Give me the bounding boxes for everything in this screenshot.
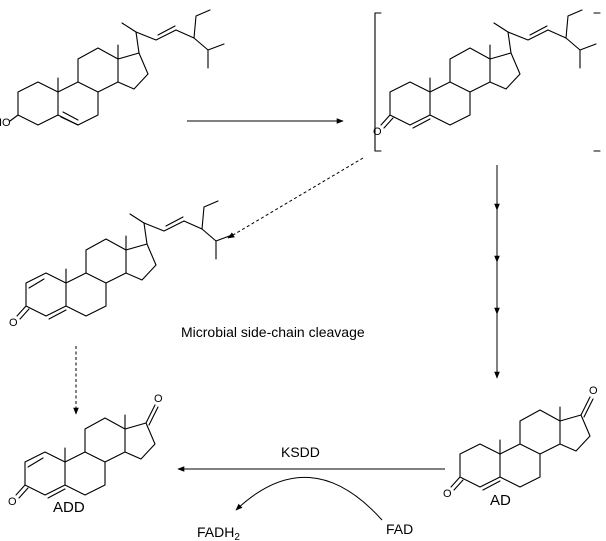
oxygen-label: O [589,385,598,397]
molecule-ad: O O [443,385,598,500]
dashed-arrow-to-dienone [227,157,364,239]
oxygen-label: O [373,126,382,138]
molecule-enone-intermediate: O [373,9,597,138]
label-fadh2: FADH2 [197,524,240,541]
label-ad: AD [490,492,511,509]
oxygen-label: O [443,488,452,500]
oxygen-label: O [154,393,163,405]
cofactor-curved-arrow [235,477,383,521]
bracket-left [374,12,382,152]
oxygen-label: O [9,317,18,329]
molecule-sterol: HO [0,9,225,129]
label-fad: FAD [386,521,413,537]
molecule-add: O O [8,393,163,508]
caption-side-chain-cleavage: Microbial side-chain cleavage [181,324,365,340]
hydroxyl-label: HO [0,117,11,129]
molecule-dienone-sterol: O [9,200,233,329]
label-ksdd: KSDD [281,444,320,460]
oxygen-label: O [8,496,17,508]
label-add: ADD [53,499,85,516]
